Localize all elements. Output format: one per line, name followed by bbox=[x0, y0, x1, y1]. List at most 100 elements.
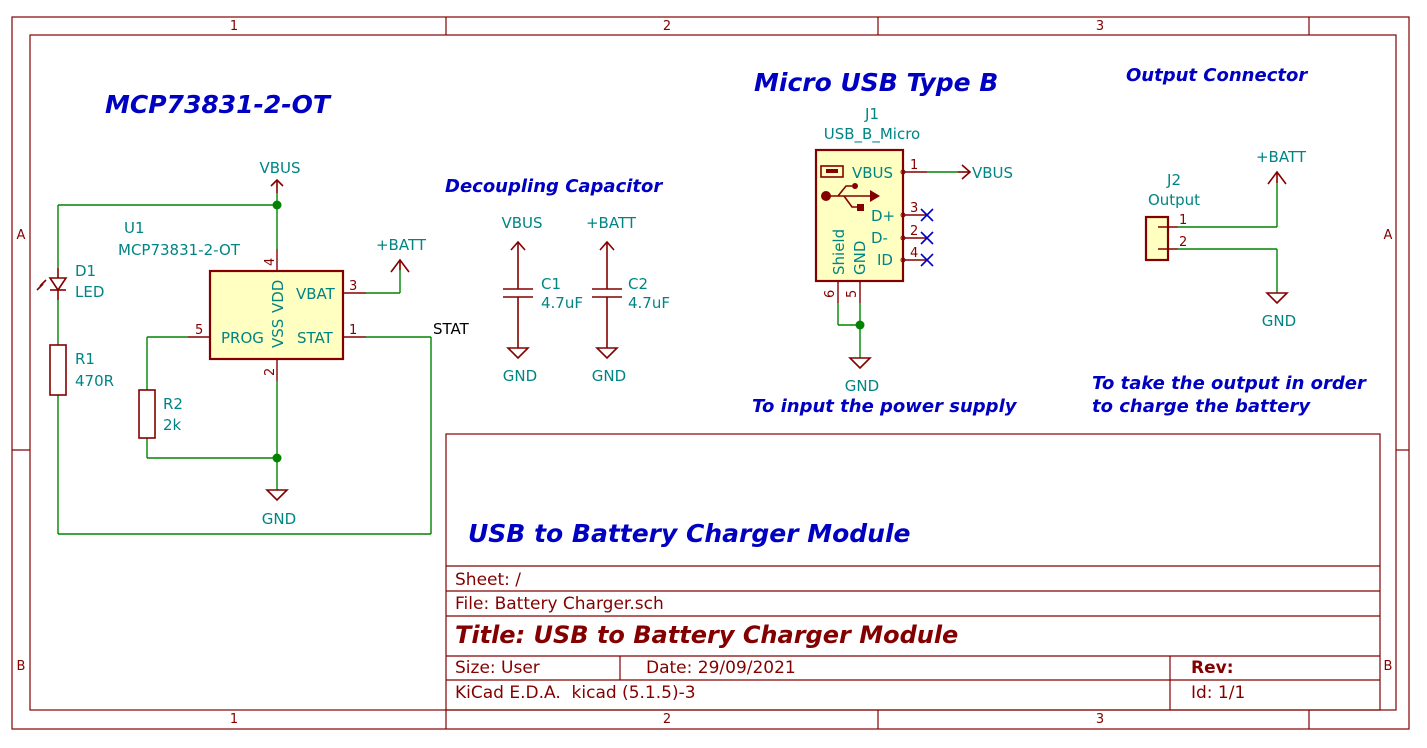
j2-gnd-symbol: GND bbox=[1262, 292, 1296, 330]
usb-title-note: Micro USB Type B bbox=[754, 68, 998, 97]
d1-ref: D1 bbox=[75, 262, 96, 280]
r2-ref: R2 bbox=[163, 395, 183, 413]
j2-batt-symbol: +BATT bbox=[1256, 148, 1307, 185]
usb-note: To input the power supply bbox=[752, 396, 1018, 417]
u1-ref: U1 bbox=[124, 219, 145, 237]
u1-pin-vdd: VDD bbox=[269, 280, 287, 313]
vbus-power-symbol: VBUS bbox=[259, 159, 301, 193]
c1-gnd-label: GND bbox=[503, 367, 537, 385]
output-title-note: Output Connector bbox=[1126, 65, 1308, 86]
j2-pin-number: 2 bbox=[1179, 235, 1187, 250]
j1-gnd-label: GND bbox=[845, 377, 879, 395]
j1-pin-number: 1 bbox=[910, 158, 918, 173]
row-label: B bbox=[17, 659, 26, 674]
j2-pin-number: 1 bbox=[1179, 213, 1187, 228]
row-label: A bbox=[1384, 228, 1393, 243]
decoupling-note: Decoupling Capacitor bbox=[445, 176, 663, 197]
u1-pin-vss: VSS bbox=[269, 319, 287, 348]
j1-usb-connector[interactable]: J1 USB_B_Micro VBUS D+ D- ID Shield GND bbox=[814, 105, 934, 303]
sheet-id: Id: 1/1 bbox=[1191, 683, 1245, 703]
vbus-label: VBUS bbox=[259, 159, 300, 177]
usb-receptacle-icon bbox=[826, 169, 838, 173]
r2-resistor[interactable]: R2 2k bbox=[138, 389, 183, 439]
r1-resistor[interactable]: R1 470R bbox=[49, 344, 114, 396]
j2-wires bbox=[1178, 183, 1278, 293]
usb-trident-icon bbox=[821, 183, 880, 211]
output-note-line-1: To take the output in order bbox=[1092, 373, 1367, 394]
c2-batt-label: +BATT bbox=[586, 214, 637, 232]
j1-vbus-label: VBUS bbox=[972, 164, 1013, 182]
j1-ref: J1 bbox=[864, 105, 879, 123]
batt-label: +BATT bbox=[376, 236, 427, 254]
d1-value: LED bbox=[75, 283, 104, 301]
u1-pin-number: 1 bbox=[349, 323, 357, 338]
row-label: A bbox=[17, 228, 26, 243]
sheet-kicad-version: KiCad E.D.A. kicad (5.1.5)-3 bbox=[455, 683, 696, 703]
j1-pin-dm: D- bbox=[871, 229, 888, 247]
col-label: 1 bbox=[230, 19, 238, 34]
col-label: 2 bbox=[663, 712, 671, 727]
sheet-path: Sheet: / bbox=[455, 570, 521, 590]
row-label: B bbox=[1384, 659, 1393, 674]
j1-pin-id: ID bbox=[877, 251, 893, 269]
c1-vbus-label: VBUS bbox=[501, 214, 542, 232]
batt-power-symbol: +BATT bbox=[376, 236, 427, 273]
u1-pin-number: 4 bbox=[263, 258, 278, 266]
output-note-line-2: to charge the battery bbox=[1092, 396, 1311, 417]
u1-pin-number: 5 bbox=[195, 323, 203, 338]
sheet-title: Title: USB to Battery Charger Module bbox=[455, 621, 958, 649]
gnd-symbol: GND bbox=[262, 489, 296, 528]
u1-pin-prog: PROG bbox=[221, 329, 264, 347]
j1-pin-number: 5 bbox=[845, 290, 860, 298]
j2-batt-label: +BATT bbox=[1256, 148, 1307, 166]
u1-value: MCP73831-2-OT bbox=[118, 241, 241, 259]
col-label: 3 bbox=[1096, 19, 1104, 34]
title-block: USB to Battery Charger Module Sheet: / F… bbox=[445, 433, 1381, 711]
c1-capacitor[interactable]: VBUS GND C1 4.7uF bbox=[501, 214, 583, 385]
sheet-file: File: Battery Charger.sch bbox=[455, 594, 664, 614]
c1-value: 4.7uF bbox=[541, 294, 583, 312]
j1-pin-gnd: GND bbox=[851, 241, 869, 275]
j1-pin-dp: D+ bbox=[871, 207, 895, 225]
no-connect-marker bbox=[920, 208, 934, 267]
j1-value: USB_B_Micro bbox=[824, 125, 920, 144]
j1-wires bbox=[837, 171, 958, 358]
r1-ref: R1 bbox=[75, 350, 95, 368]
c2-capacitor[interactable]: +BATT GND C2 4.7uF bbox=[586, 214, 670, 385]
sheet-rev: Rev: bbox=[1191, 658, 1234, 678]
c1-ref: C1 bbox=[541, 275, 561, 293]
u1-charger-ic[interactable]: U1 MCP73831-2-OT VBAT STAT PROG VDD VSS … bbox=[118, 219, 366, 381]
stat-net-label: STAT bbox=[433, 320, 470, 338]
sheet-big-title: USB to Battery Charger Module bbox=[468, 519, 911, 548]
sheet-date: Date: 29/09/2021 bbox=[646, 658, 796, 678]
c2-ref: C2 bbox=[628, 275, 648, 293]
j2-gnd-label: GND bbox=[1262, 312, 1296, 330]
ic-title-note: MCP73831-2-OT bbox=[105, 90, 332, 119]
charger-wires bbox=[57, 193, 432, 535]
r2-value: 2k bbox=[163, 416, 182, 434]
u1-pin-stat: STAT bbox=[297, 329, 334, 347]
j1-pin-shield: Shield bbox=[830, 229, 848, 275]
j1-gnd-symbol: GND bbox=[845, 357, 879, 395]
usb-receptacle-icon bbox=[820, 165, 844, 178]
sheet-size: Size: User bbox=[455, 658, 540, 678]
j1-pin-number: 6 bbox=[823, 290, 838, 298]
col-label: 1 bbox=[230, 712, 238, 727]
j1-pin-number: 3 bbox=[910, 201, 918, 216]
gnd-label: GND bbox=[262, 510, 296, 528]
u1-pin-number: 3 bbox=[349, 279, 357, 294]
j2-output-connector[interactable]: J2 Output 1 2 bbox=[1144, 171, 1200, 262]
j1-pin-number: 4 bbox=[910, 246, 918, 261]
j1-pin-number: 2 bbox=[910, 224, 918, 239]
c2-value: 4.7uF bbox=[628, 294, 670, 312]
j1-vbus-symbol: VBUS bbox=[958, 164, 1013, 182]
d1-led[interactable]: D1 LED bbox=[36, 262, 104, 301]
r1-value: 470R bbox=[75, 372, 114, 390]
j1-pin-vbus: VBUS bbox=[852, 164, 893, 182]
u1-pin-number: 2 bbox=[263, 368, 278, 376]
col-label: 2 bbox=[663, 19, 671, 34]
c2-gnd-label: GND bbox=[592, 367, 626, 385]
u1-pin-vbat: VBAT bbox=[296, 285, 336, 303]
j2-value: Output bbox=[1148, 191, 1200, 209]
